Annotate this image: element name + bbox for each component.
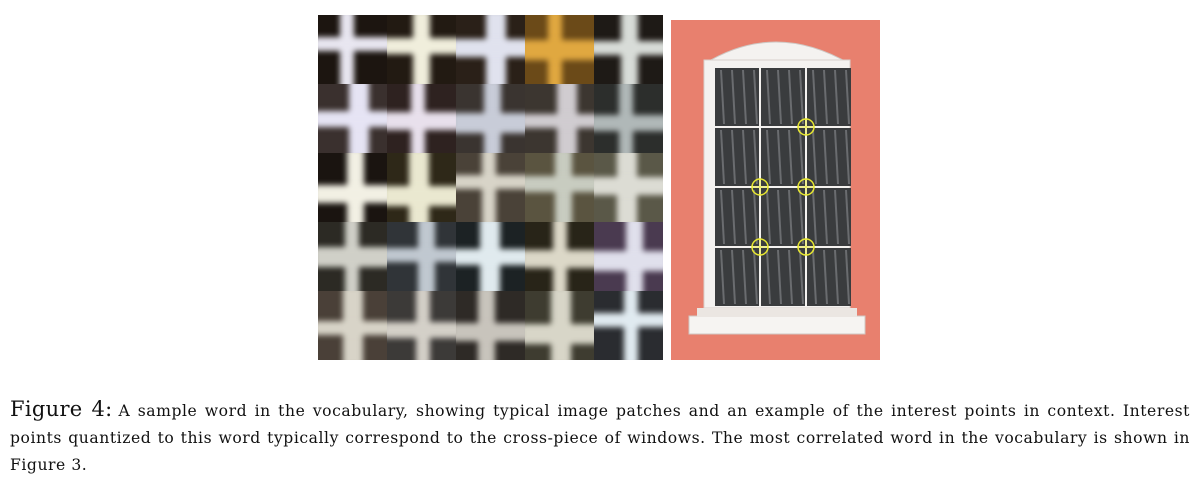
interest-point-crosshair — [798, 239, 814, 255]
image-patch — [318, 222, 387, 291]
image-patch — [525, 222, 594, 291]
image-patch — [594, 291, 663, 360]
image-patch — [456, 84, 525, 153]
window-sill — [688, 315, 866, 335]
figure-caption: Figure 4:A sample word in the vocabulary… — [10, 396, 1190, 479]
image-patch — [525, 291, 594, 360]
caption-text: A sample word in the vocabulary, showing… — [10, 402, 1190, 474]
interest-point-crosshair — [798, 179, 814, 195]
image-patch — [525, 153, 594, 222]
image-patch — [594, 15, 663, 84]
image-patch — [456, 291, 525, 360]
figure-label: Figure 4: — [10, 397, 113, 421]
image-patch — [318, 84, 387, 153]
image-patch — [318, 15, 387, 84]
image-patch — [525, 15, 594, 84]
image-patch — [387, 291, 456, 360]
image-patch — [387, 15, 456, 84]
image-patch — [387, 222, 456, 291]
image-patch — [456, 153, 525, 222]
window-photo — [671, 20, 880, 360]
interest-point-crosshair — [798, 119, 814, 135]
interest-point-crosshair — [752, 179, 768, 195]
image-patch — [318, 291, 387, 360]
image-patch — [456, 15, 525, 84]
image-patch — [456, 222, 525, 291]
image-patch — [594, 153, 663, 222]
image-patch-grid — [318, 15, 663, 360]
image-patch — [594, 222, 663, 291]
image-patch — [594, 84, 663, 153]
image-patch — [387, 84, 456, 153]
image-patch — [318, 153, 387, 222]
interest-point-crosshair — [752, 239, 768, 255]
image-patch — [387, 153, 456, 222]
image-patch — [525, 84, 594, 153]
